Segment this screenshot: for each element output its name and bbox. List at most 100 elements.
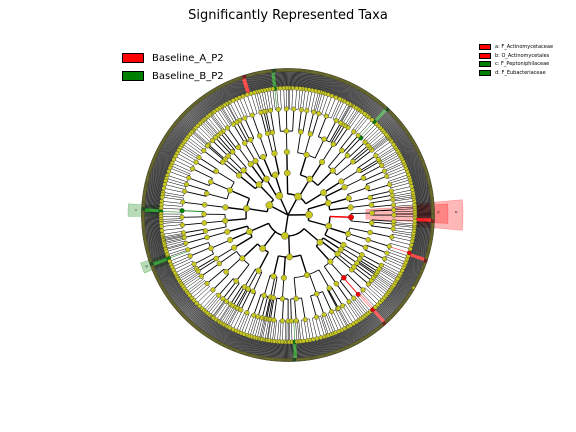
branch xyxy=(148,248,166,254)
branch xyxy=(254,92,261,113)
branch xyxy=(412,184,430,189)
branch xyxy=(409,250,428,257)
branch xyxy=(362,317,374,333)
branch xyxy=(366,129,383,145)
branch xyxy=(280,70,282,89)
branch xyxy=(192,105,206,120)
branch xyxy=(169,253,190,262)
branch xyxy=(220,86,230,103)
branch xyxy=(404,156,421,165)
branch xyxy=(323,266,337,284)
branch xyxy=(374,108,387,122)
branch xyxy=(400,148,418,158)
branch xyxy=(413,236,431,240)
branch xyxy=(401,150,418,159)
branch xyxy=(390,289,406,301)
branch xyxy=(324,75,330,94)
branch xyxy=(269,71,273,90)
branch xyxy=(366,314,378,330)
branch xyxy=(232,100,243,120)
branch xyxy=(413,191,432,196)
branch xyxy=(164,238,185,245)
branch xyxy=(403,155,421,164)
branch xyxy=(414,198,433,202)
branch xyxy=(193,104,206,119)
branch xyxy=(371,310,384,325)
branch xyxy=(161,277,178,287)
branch xyxy=(412,240,430,245)
branch xyxy=(233,80,241,98)
branch xyxy=(413,232,432,236)
branch xyxy=(394,135,410,146)
branch xyxy=(308,71,312,90)
branch xyxy=(143,210,162,212)
branch xyxy=(388,249,409,257)
branch xyxy=(220,86,229,103)
branch xyxy=(330,334,338,352)
branch xyxy=(381,300,396,313)
branch xyxy=(189,308,203,322)
branch xyxy=(339,331,347,348)
branch xyxy=(339,82,348,100)
branch xyxy=(148,248,166,254)
branch xyxy=(226,329,235,347)
branch xyxy=(353,297,368,315)
branch xyxy=(257,339,262,357)
branch xyxy=(340,330,349,347)
branch xyxy=(200,98,213,114)
branch xyxy=(408,253,427,260)
branch xyxy=(144,192,163,196)
branch xyxy=(193,286,210,301)
branch xyxy=(159,273,176,283)
branch xyxy=(300,88,303,110)
branch xyxy=(182,143,201,157)
branch xyxy=(226,307,238,327)
branch xyxy=(348,87,357,104)
branch xyxy=(390,128,405,140)
branch xyxy=(196,102,209,117)
branch xyxy=(224,84,234,101)
branch xyxy=(343,84,352,101)
branch xyxy=(322,237,342,251)
branch xyxy=(168,249,189,258)
branch xyxy=(384,120,399,133)
branch xyxy=(266,319,271,341)
branch xyxy=(143,229,162,232)
branch xyxy=(167,133,183,144)
branch xyxy=(334,332,342,350)
branch xyxy=(338,82,347,99)
branch xyxy=(360,291,376,308)
branch xyxy=(327,335,334,353)
branch xyxy=(412,185,431,190)
branch xyxy=(413,192,432,196)
branch xyxy=(217,325,227,342)
branch xyxy=(239,97,248,118)
branch xyxy=(196,313,209,328)
branch xyxy=(196,257,216,270)
branch xyxy=(161,221,183,224)
branch xyxy=(389,291,405,303)
branch xyxy=(390,239,412,246)
branch xyxy=(276,341,278,360)
branch xyxy=(243,335,250,354)
branch xyxy=(171,127,187,140)
branch xyxy=(414,199,433,203)
branch xyxy=(143,220,162,222)
branch xyxy=(326,335,333,354)
branch xyxy=(167,285,183,296)
branch xyxy=(402,268,420,277)
branch xyxy=(199,315,211,330)
branch xyxy=(293,341,296,360)
branch xyxy=(389,128,405,140)
branch xyxy=(178,119,193,132)
branch xyxy=(409,251,427,257)
branch xyxy=(327,226,349,235)
branch xyxy=(340,104,352,124)
branch xyxy=(406,261,424,268)
branch xyxy=(413,236,431,241)
branch xyxy=(370,105,383,119)
branch xyxy=(383,120,398,133)
branch xyxy=(402,153,420,162)
branch xyxy=(335,332,343,350)
branch xyxy=(184,141,202,155)
